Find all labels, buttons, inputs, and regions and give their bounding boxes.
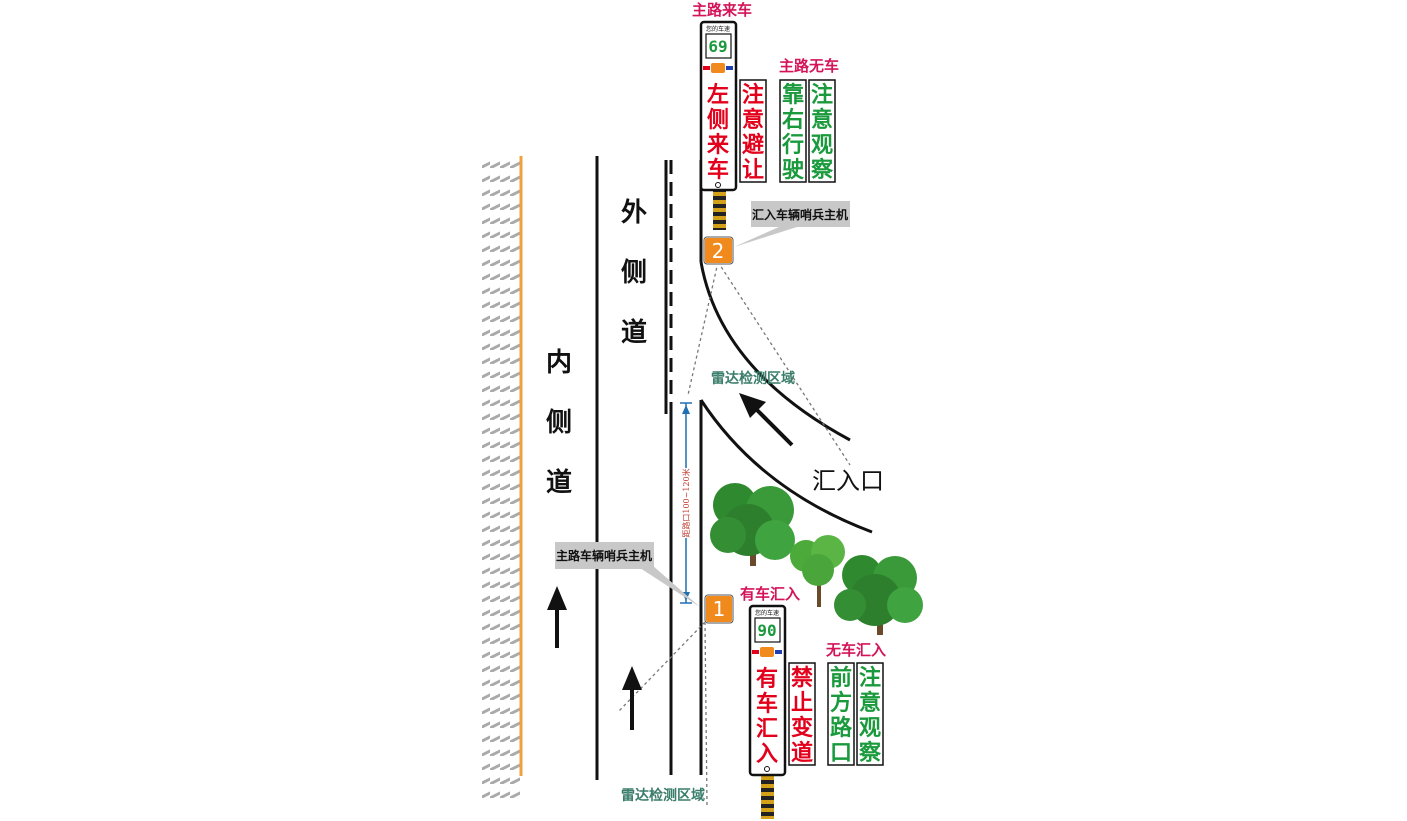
outer-road-char-1: 外 bbox=[621, 198, 647, 228]
top-green2-char-4: 察 bbox=[811, 157, 834, 183]
top-green2-char-3: 观 bbox=[811, 133, 833, 158]
top-main-char-1: 左 bbox=[707, 82, 729, 108]
bottom-green1-char-2: 方 bbox=[830, 690, 852, 716]
bottom-green1-char-3: 路 bbox=[830, 715, 853, 741]
top-green1-char-3: 行 bbox=[781, 132, 804, 158]
bottom-green2-char-3: 观 bbox=[859, 716, 881, 741]
sign-pole bbox=[761, 775, 774, 819]
top-green1-char-2: 右 bbox=[782, 108, 804, 133]
bottom-second-char-1: 禁 bbox=[791, 665, 813, 691]
bottom-green1-char-1: 前 bbox=[830, 665, 852, 691]
top-main-char-4: 车 bbox=[707, 157, 729, 183]
outer-road-char-2: 侧 bbox=[621, 258, 647, 288]
up-arrow-icon bbox=[547, 586, 567, 648]
distance-label: 距路口100~120米 bbox=[681, 468, 691, 537]
sign-pole bbox=[713, 190, 726, 230]
sign-panel bbox=[748, 604, 787, 777]
bottom-second-char-4: 道 bbox=[791, 740, 813, 766]
radar-zone-label: 雷达检测区域 bbox=[621, 787, 705, 804]
bottom-alt-status-label: 无车汇入 bbox=[825, 641, 886, 659]
bottom-green2-char-2: 意 bbox=[859, 690, 881, 716]
merge-entrance-label: 汇入口 bbox=[812, 467, 884, 495]
outer-road-label: 外 侧 道 bbox=[621, 198, 647, 348]
bottom-second-char-2: 止 bbox=[791, 691, 813, 716]
top-second-char-2: 意 bbox=[742, 107, 764, 133]
distance-marker: 距路口100~120米 bbox=[680, 402, 692, 604]
speed-caption: 您的车速 bbox=[706, 25, 730, 33]
bottom-warning-device: 有车汇入 无车汇入 您的车速 90 有 车 汇 入 禁 止 变 道 前 方 路 … bbox=[555, 542, 886, 819]
road-shoulder-hatching bbox=[482, 156, 523, 800]
top-second-char-4: 让 bbox=[742, 158, 764, 183]
outer-road-char-3: 道 bbox=[621, 317, 647, 348]
inner-road-char-3: 道 bbox=[546, 467, 572, 498]
top-second-char-1: 注 bbox=[742, 82, 764, 108]
bottom-main-char-3: 汇 bbox=[756, 717, 778, 742]
bottom-green2-char-4: 察 bbox=[859, 740, 882, 766]
top-alt-status-label: 主路无车 bbox=[779, 57, 839, 75]
tree-icon bbox=[710, 483, 795, 566]
sensor-badge: 2 bbox=[712, 239, 725, 263]
sensor-badge: 1 bbox=[713, 597, 726, 621]
tree-icon bbox=[834, 555, 923, 635]
top-green2-char-1: 注 bbox=[811, 82, 833, 108]
bottom-main-char-4: 入 bbox=[756, 742, 778, 767]
bottom-green2-char-1: 注 bbox=[859, 665, 881, 691]
bottom-status-label: 有车汇入 bbox=[740, 585, 800, 603]
top-main-char-3: 来 bbox=[706, 133, 730, 158]
up-arrow-icon bbox=[622, 666, 642, 730]
speed-caption: 您的车速 bbox=[755, 609, 779, 617]
top-second-char-3: 避 bbox=[742, 132, 764, 158]
bottom-green1-char-4: 口 bbox=[830, 741, 852, 766]
top-warning-device: 主路来车 主路无车 您的车速 69 左 侧 来 车 注 意 避 让 靠 右 行 … bbox=[692, 1, 850, 265]
top-status-label: 主路来车 bbox=[692, 1, 752, 19]
bottom-main-char-2: 车 bbox=[756, 691, 778, 717]
host-callout bbox=[555, 542, 654, 569]
top-host-label: 汇入车辆哨兵主机 bbox=[752, 207, 848, 222]
inner-road-label: 内 侧 道 bbox=[546, 348, 572, 498]
bottom-main-char-1: 有 bbox=[756, 666, 778, 692]
bottom-host-label: 主路车辆哨兵主机 bbox=[556, 548, 652, 563]
top-main-char-2: 侧 bbox=[707, 108, 729, 133]
top-green1-char-1: 靠 bbox=[782, 83, 804, 108]
inner-road-char-2: 侧 bbox=[546, 408, 572, 438]
bottom-second-char-3: 变 bbox=[791, 715, 813, 741]
host-callout bbox=[751, 201, 850, 227]
top-green1-char-4: 驶 bbox=[782, 158, 804, 183]
inner-road-char-1: 内 bbox=[546, 348, 572, 378]
sign-panel bbox=[699, 20, 738, 192]
speed-value: 90 bbox=[757, 621, 776, 640]
top-green2-char-2: 意 bbox=[811, 107, 833, 133]
merge-arrow-icon bbox=[739, 393, 794, 447]
radar-zone-label: 雷达检测区域 bbox=[711, 370, 795, 387]
tree-icon bbox=[790, 535, 845, 607]
speed-value: 69 bbox=[708, 37, 727, 56]
